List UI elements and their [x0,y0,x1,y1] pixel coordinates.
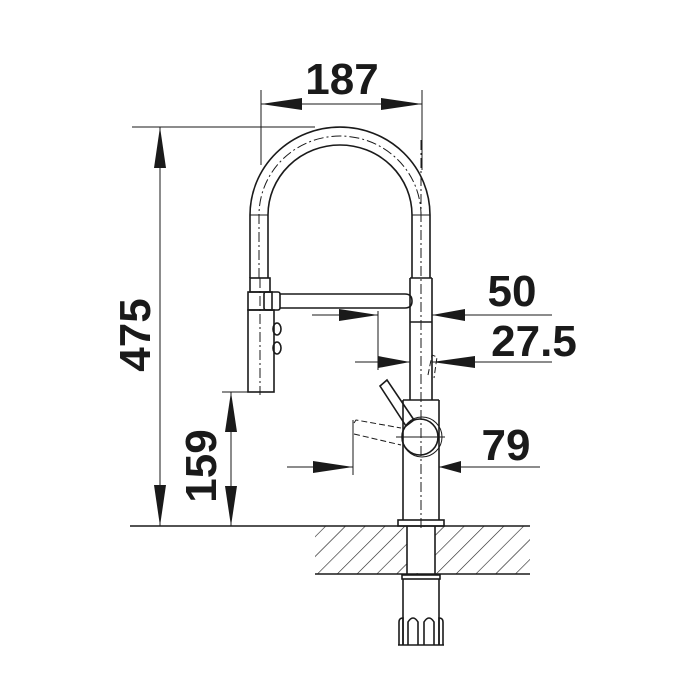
label-159: 159 [177,429,226,502]
dimension-79: 79 [287,420,540,475]
spray-head [247,277,282,395]
label-50: 50 [488,267,537,316]
spout-arm [263,291,413,311]
dimension-159: 159 [177,391,248,526]
dimension-27-5: 27.5 [355,317,577,368]
label-475: 475 [111,298,160,371]
spout-arch [249,126,431,278]
label-187: 187 [305,55,378,104]
dimension-475: 475 [111,126,315,526]
label-27-5: 27.5 [491,317,577,366]
mounting-shank [398,574,444,646]
countertop [130,525,530,575]
dimension-187: 187 [260,55,423,170]
faucet-body [353,140,445,530]
dimension-50: 50 [312,267,552,370]
label-79: 79 [482,421,531,470]
